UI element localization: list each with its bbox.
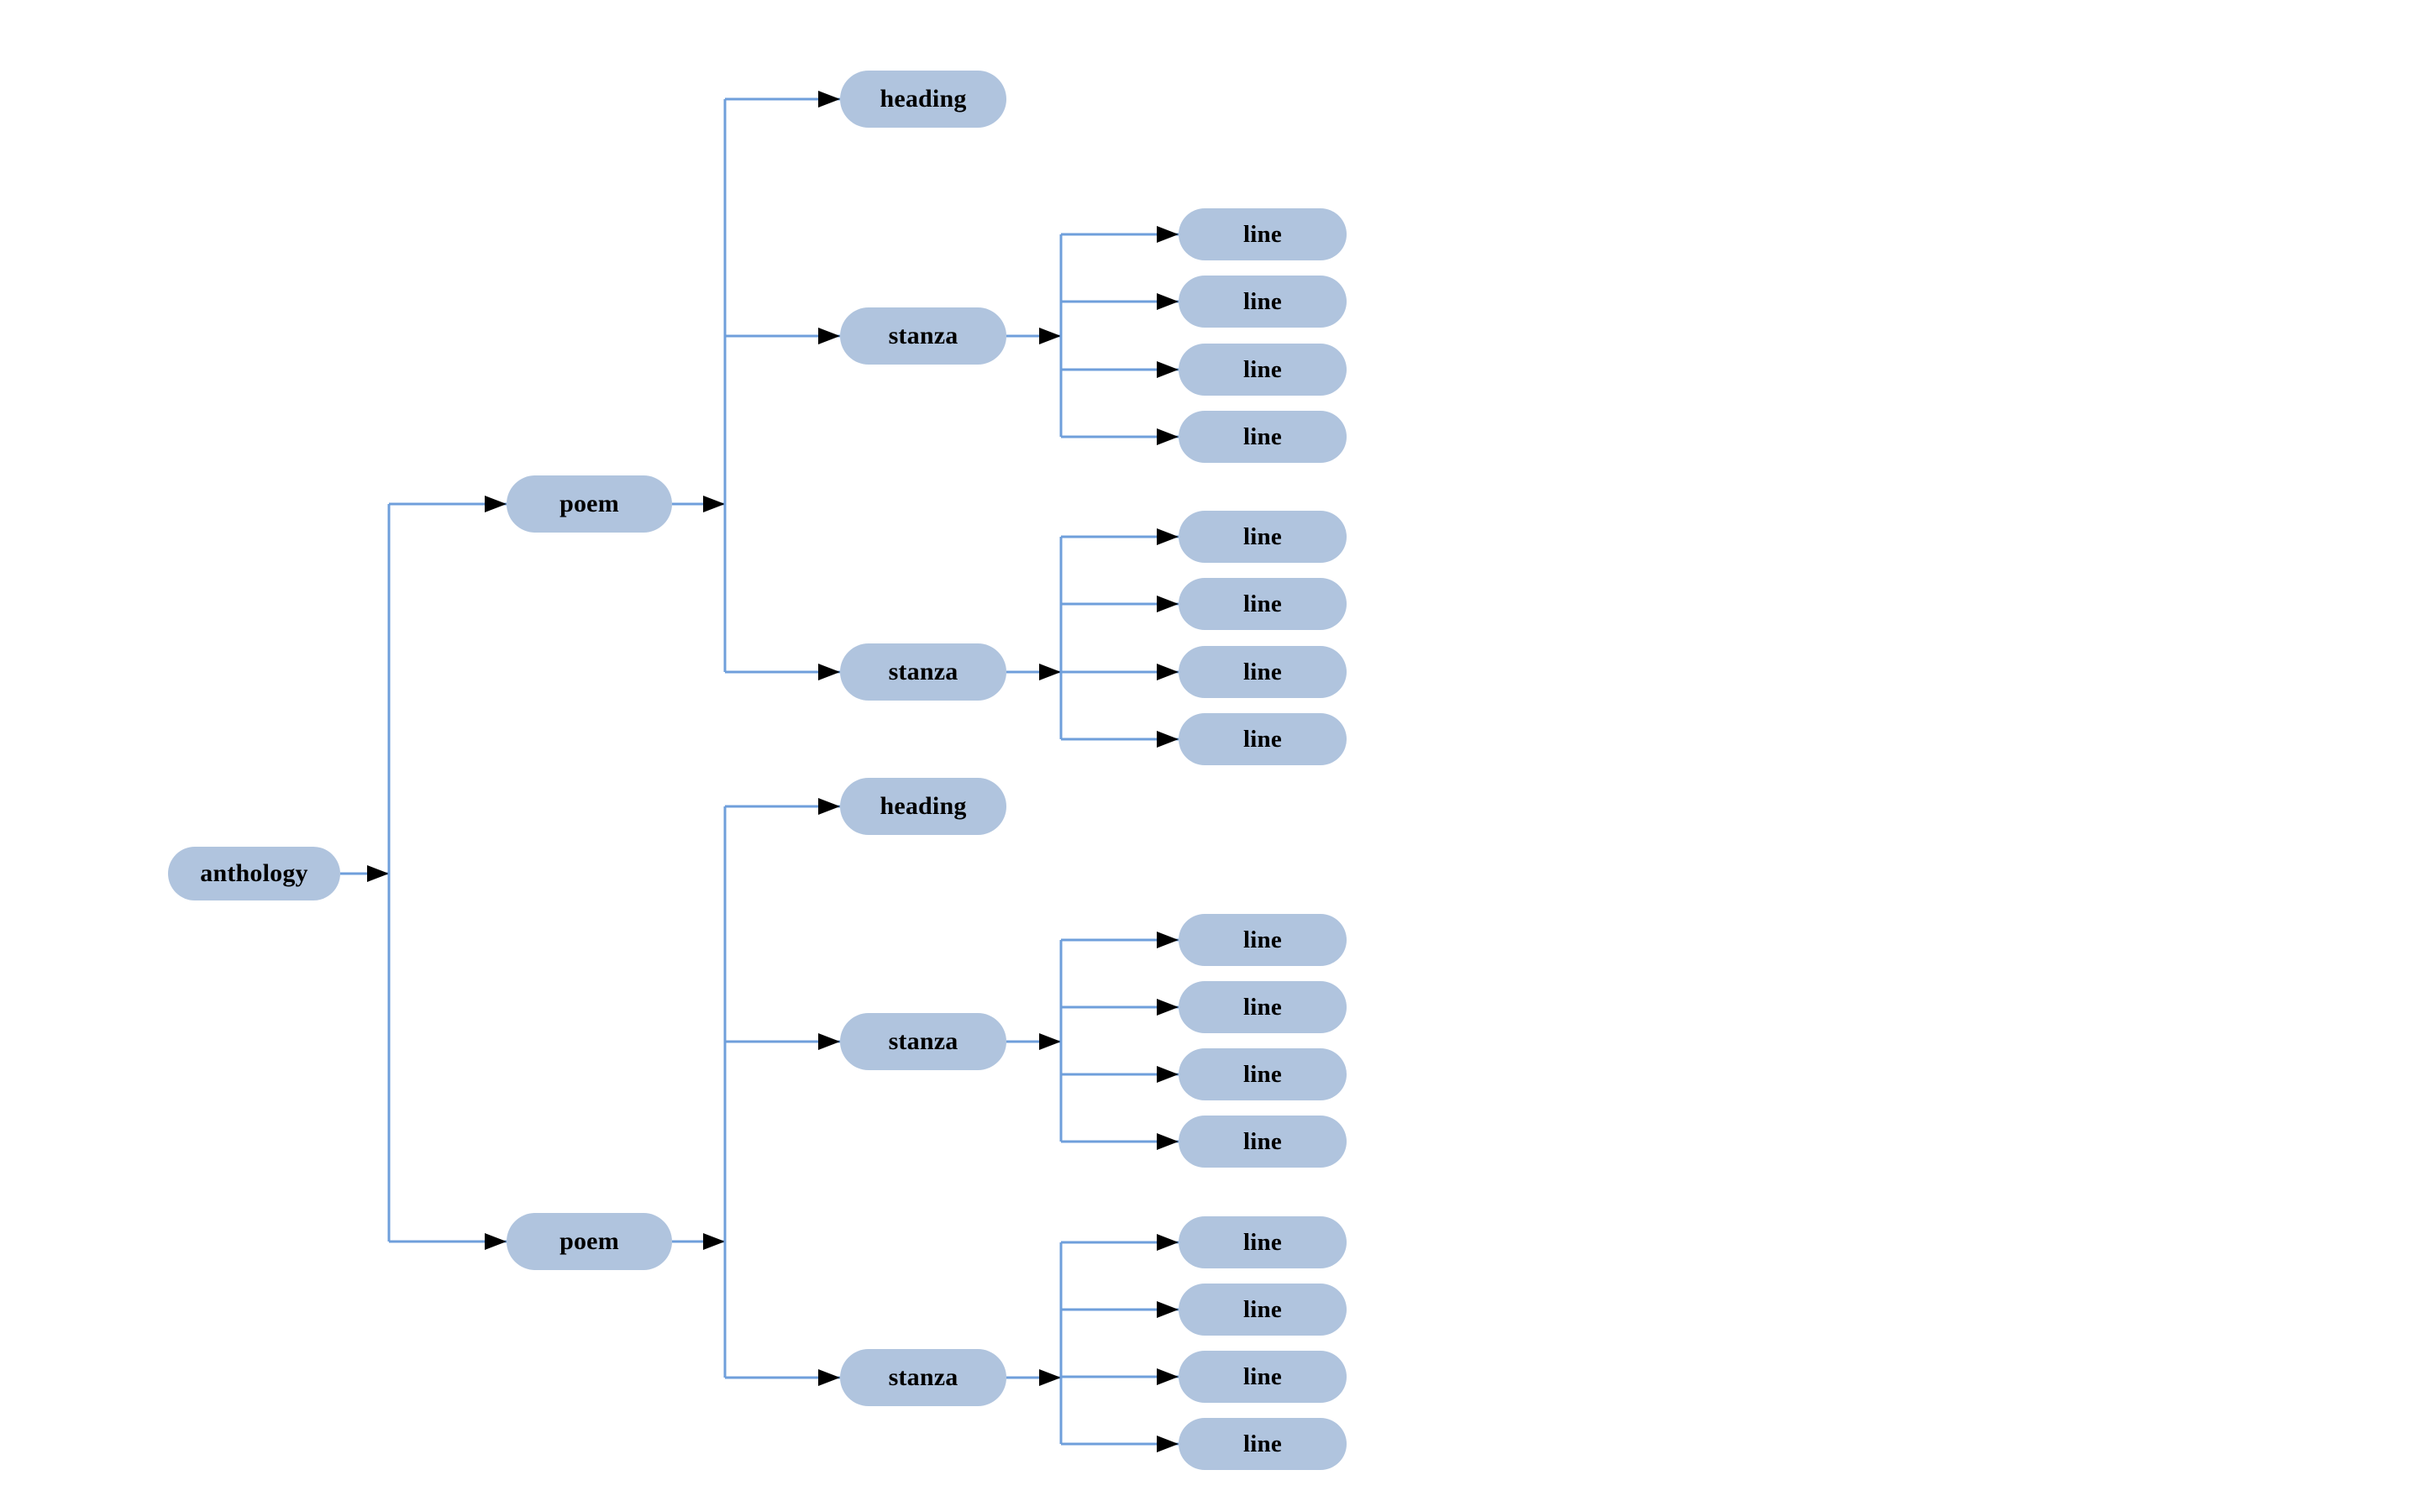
node-line5[interactable]: line xyxy=(1179,511,1347,563)
node-stanza1[interactable]: stanza xyxy=(840,307,1006,365)
node-label: poem xyxy=(559,490,619,517)
node-label: line xyxy=(1243,658,1282,685)
node-label: line xyxy=(1243,1127,1282,1155)
node-stanza3[interactable]: stanza xyxy=(840,1013,1006,1070)
node-line2[interactable]: line xyxy=(1179,276,1347,328)
node-label: stanza xyxy=(888,1027,959,1055)
node-label: line xyxy=(1243,355,1282,383)
node-label: line xyxy=(1243,725,1282,753)
node-line4[interactable]: line xyxy=(1179,411,1347,463)
node-label: line xyxy=(1243,1362,1282,1390)
node-label: line xyxy=(1243,522,1282,550)
node-line10[interactable]: line xyxy=(1179,981,1347,1033)
node-line7[interactable]: line xyxy=(1179,646,1347,698)
node-label: line xyxy=(1243,1060,1282,1088)
node-line13[interactable]: line xyxy=(1179,1216,1347,1268)
node-label: line xyxy=(1243,220,1282,248)
node-line12[interactable]: line xyxy=(1179,1116,1347,1168)
node-line6[interactable]: line xyxy=(1179,578,1347,630)
node-line8[interactable]: line xyxy=(1179,713,1347,765)
node-label: heading xyxy=(880,792,967,820)
node-line9[interactable]: line xyxy=(1179,914,1347,966)
node-line14[interactable]: line xyxy=(1179,1284,1347,1336)
node-poem2[interactable]: poem xyxy=(507,1213,672,1270)
node-label: line xyxy=(1243,423,1282,450)
node-label: line xyxy=(1243,926,1282,953)
node-stanza4[interactable]: stanza xyxy=(840,1349,1006,1406)
node-heading1[interactable]: heading xyxy=(840,71,1006,128)
node-label: line xyxy=(1243,993,1282,1021)
node-heading2[interactable]: heading xyxy=(840,778,1006,835)
node-label: line xyxy=(1243,1295,1282,1323)
node-line15[interactable]: line xyxy=(1179,1351,1347,1403)
node-line11[interactable]: line xyxy=(1179,1048,1347,1100)
node-label: stanza xyxy=(888,658,959,685)
node-label: anthology xyxy=(200,859,308,887)
node-line3[interactable]: line xyxy=(1179,344,1347,396)
node-poem1[interactable]: poem xyxy=(507,475,672,533)
node-label: heading xyxy=(880,85,967,113)
node-label: poem xyxy=(559,1227,619,1255)
node-label: stanza xyxy=(888,322,959,349)
node-label: line xyxy=(1243,1430,1282,1457)
node-stanza2[interactable]: stanza xyxy=(840,643,1006,701)
node-label: line xyxy=(1243,287,1282,315)
node-label: line xyxy=(1243,1228,1282,1256)
node-anthology[interactable]: anthology xyxy=(168,847,340,900)
node-label: line xyxy=(1243,590,1282,617)
node-label: stanza xyxy=(888,1363,959,1391)
node-line16[interactable]: line xyxy=(1179,1418,1347,1470)
node-line1[interactable]: line xyxy=(1179,208,1347,260)
